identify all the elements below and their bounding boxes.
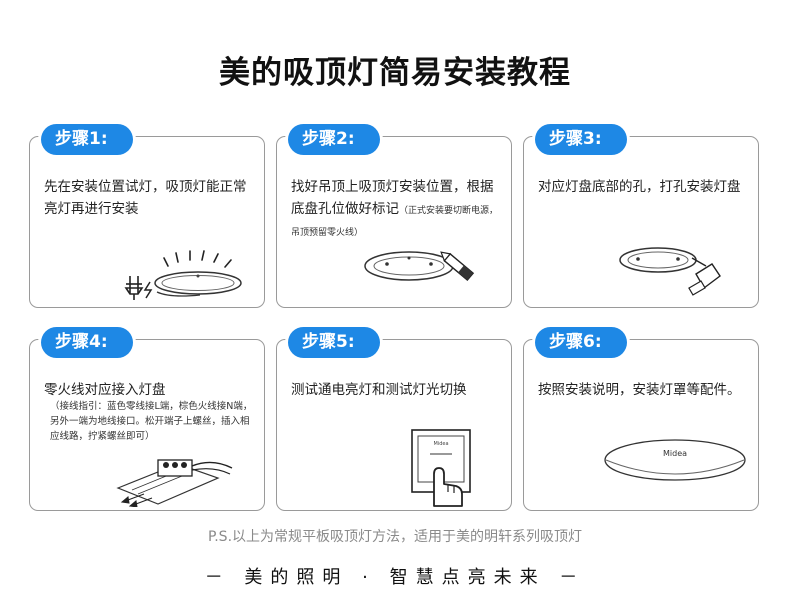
cover-brand-logo: Midea: [663, 449, 687, 458]
step-label-6: 步骤6:: [535, 327, 627, 358]
step-text-6: 按照安装说明，安装灯罩等配件。: [538, 382, 741, 398]
wall-switch-press-icon: Midea: [411, 429, 471, 507]
step-label-1: 步骤1:: [41, 124, 133, 155]
step-text-2: 找好吊顶上吸顶灯安装位置，根据底盘孔位做好标记: [291, 179, 494, 217]
step-card-3: 步骤3: 对应灯盘底部的孔，打孔安装灯盘: [523, 124, 759, 308]
step-note-4: （接线指引：蓝色零线接L端，棕色火线接N端，另外一端为地线接口。松开端子上螺丝，…: [50, 401, 253, 442]
brand-slogan: － 美的照明 · 智慧点亮未来 －: [204, 567, 586, 588]
step-note-2: （正式安装要切断电源，吊顶预留零火线）: [291, 206, 499, 238]
step-text-3: 对应灯盘底部的孔，打孔安装灯盘: [538, 179, 741, 195]
step-card-1: 步骤1: 先在安装位置试灯，吸顶灯能正常亮灯再进行安装: [29, 124, 265, 308]
step-text-1: 先在安装位置试灯，吸顶灯能正常亮灯再进行安装: [44, 179, 247, 217]
ps-note: P.S.以上为常规平板吸顶灯方法，适用于美的明轩系列吸顶灯: [207, 529, 583, 545]
step-label-5: 步骤5:: [288, 327, 380, 358]
switch-brand-logo: Midea: [433, 441, 448, 447]
step-label-3: 步骤3:: [535, 124, 627, 155]
step-text-2-wrap: 找好吊顶上吸顶灯安装位置，根据底盘孔位做好标记（正式安装要切断电源，吊顶预留零火…: [291, 176, 505, 242]
step-label-2: 步骤2:: [288, 124, 380, 155]
drill-base-icon: [619, 247, 721, 296]
ceiling-base-marking-icon: [364, 251, 475, 282]
terminal-block-icon: [116, 459, 233, 507]
step-card-5: 步骤5: 测试通电亮灯和测试灯光切换 Midea: [276, 327, 512, 511]
step-text-4: 零火线对应接入灯盘: [44, 382, 166, 398]
page-title: 美的吸顶灯简易安装教程: [219, 55, 571, 91]
step-card-2: 步骤2: 找好吊顶上吸顶灯安装位置，根据底盘孔位做好标记（正式安装要切断电源，吊…: [276, 124, 512, 308]
step-label-4: 步骤4:: [41, 327, 133, 358]
plug-light-test-icon: [124, 250, 242, 300]
step-card-4: 步骤4: 零火线对应接入灯盘 （接线指引：蓝色零线接L端，棕色火线接N端，另外一…: [29, 327, 265, 511]
step-text-5: 测试通电亮灯和测试灯光切换: [291, 382, 467, 398]
step-card-6: 步骤6: 按照安装说明，安装灯罩等配件。 Midea: [523, 327, 759, 511]
lamp-cover-icon: Midea: [604, 439, 746, 481]
